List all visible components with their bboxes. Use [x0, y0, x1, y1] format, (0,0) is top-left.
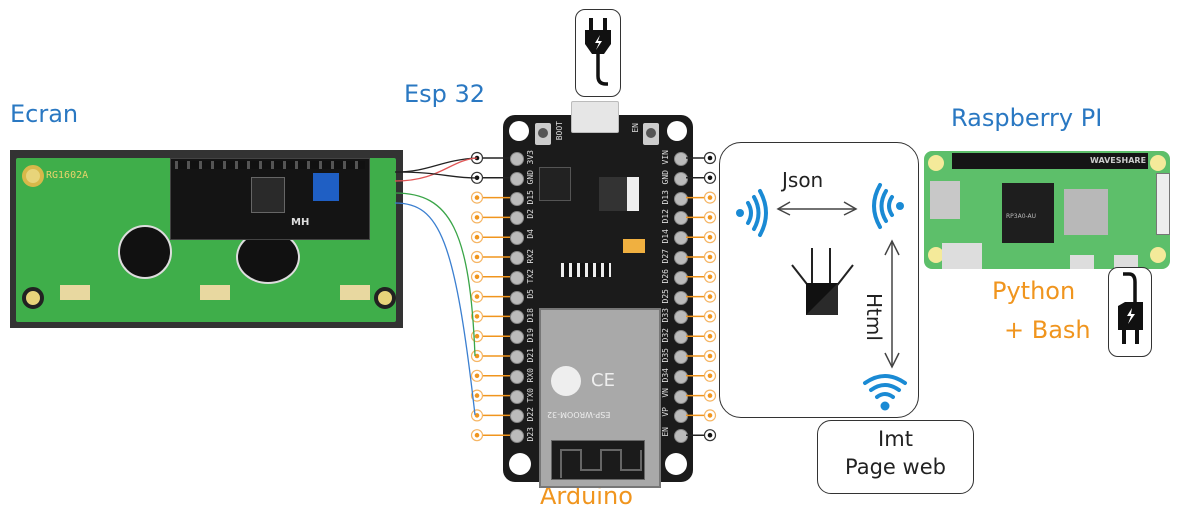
- boot-button: [535, 123, 551, 145]
- esp-left-pin: [510, 270, 524, 285]
- esp-power-plug: [575, 9, 621, 97]
- rpi-chip: RP3A0-AU: [1006, 213, 1037, 220]
- rpi-power-plug: [1108, 267, 1152, 357]
- esp-right-pin: [674, 350, 688, 364]
- esp-right-pin: [674, 310, 688, 325]
- esp-left-pin: [510, 330, 524, 345]
- backpack-mark: MH: [291, 217, 310, 228]
- rpi-brand: WAVESHARE: [1090, 156, 1147, 165]
- webpage-subtitle: Page web: [845, 455, 946, 479]
- web-page-box: Imt Page web: [817, 420, 974, 494]
- esp-right-pin: [674, 211, 688, 226]
- esp-wroom-module: CE ESP-WROOM-32: [539, 308, 661, 488]
- esp32-board: BOOT EN CE ESP-WROOM-32: [503, 101, 693, 488]
- esp32-label: Esp 32: [404, 80, 486, 108]
- esp-left-pin: [510, 310, 524, 325]
- esp-right-pin: [674, 369, 688, 384]
- wifi-signal-left-icon: [872, 183, 904, 229]
- router-icon: [791, 248, 854, 315]
- esp-right-pin: [674, 389, 688, 404]
- esp-left-pin: [510, 429, 524, 444]
- json-arrow: [776, 201, 858, 216]
- esp-right-pin: [674, 152, 688, 166]
- esp-left-pin: [510, 231, 524, 246]
- raspberry-pi-board: WAVESHARE RP3A0-AU: [924, 151, 1170, 269]
- raspberry-label: Raspberry PI: [951, 104, 1103, 132]
- wire-sda: [394, 192, 476, 357]
- esp-right-pin: [674, 429, 688, 444]
- json-label: Json: [782, 168, 824, 192]
- wifi-signal-right-icon: [736, 189, 768, 237]
- wire-scl: [394, 202, 476, 416]
- esp-right-pin: [674, 171, 688, 186]
- screen-label: Ecran: [10, 100, 79, 128]
- python-label: Python: [992, 277, 1076, 305]
- esp-right-pin: [674, 270, 688, 285]
- esp-right-pin: [674, 409, 688, 424]
- esp-right-pin: [674, 330, 688, 345]
- power-plug-icon: [1118, 272, 1143, 344]
- esp-left-pin: [510, 350, 524, 364]
- webpage-title: Imt: [878, 427, 913, 451]
- esp-right-pin: [674, 231, 688, 246]
- esp-right-pin: [674, 251, 688, 265]
- esp-left-pin: [510, 191, 524, 206]
- esp-left-pin: [510, 211, 524, 226]
- esp-left-pin: [510, 152, 524, 166]
- bash-label: + Bash: [1004, 316, 1091, 344]
- wifi-icon: [863, 374, 907, 411]
- power-plug-icon: [585, 18, 611, 86]
- html-arrow: [884, 239, 900, 369]
- esp-left-pin: [510, 251, 524, 265]
- network-box: Json Html: [719, 142, 919, 418]
- wire-vcc: [394, 157, 478, 182]
- lcd-screen: RG1602A MH: [10, 150, 403, 328]
- en-button: [643, 123, 659, 145]
- esp-left-pin: [510, 171, 524, 186]
- wire-gnd-2: [394, 171, 478, 179]
- esp-left-pin: [510, 409, 524, 424]
- esp-right-pin: [674, 191, 688, 206]
- lcd-model: RG1602A: [46, 170, 89, 181]
- esp-left-pin: [510, 290, 524, 305]
- i2c-backpack: MH: [170, 158, 370, 240]
- esp-left-pin: [510, 389, 524, 404]
- esp-right-pin: [674, 290, 688, 305]
- esp-left-pin: [510, 369, 524, 384]
